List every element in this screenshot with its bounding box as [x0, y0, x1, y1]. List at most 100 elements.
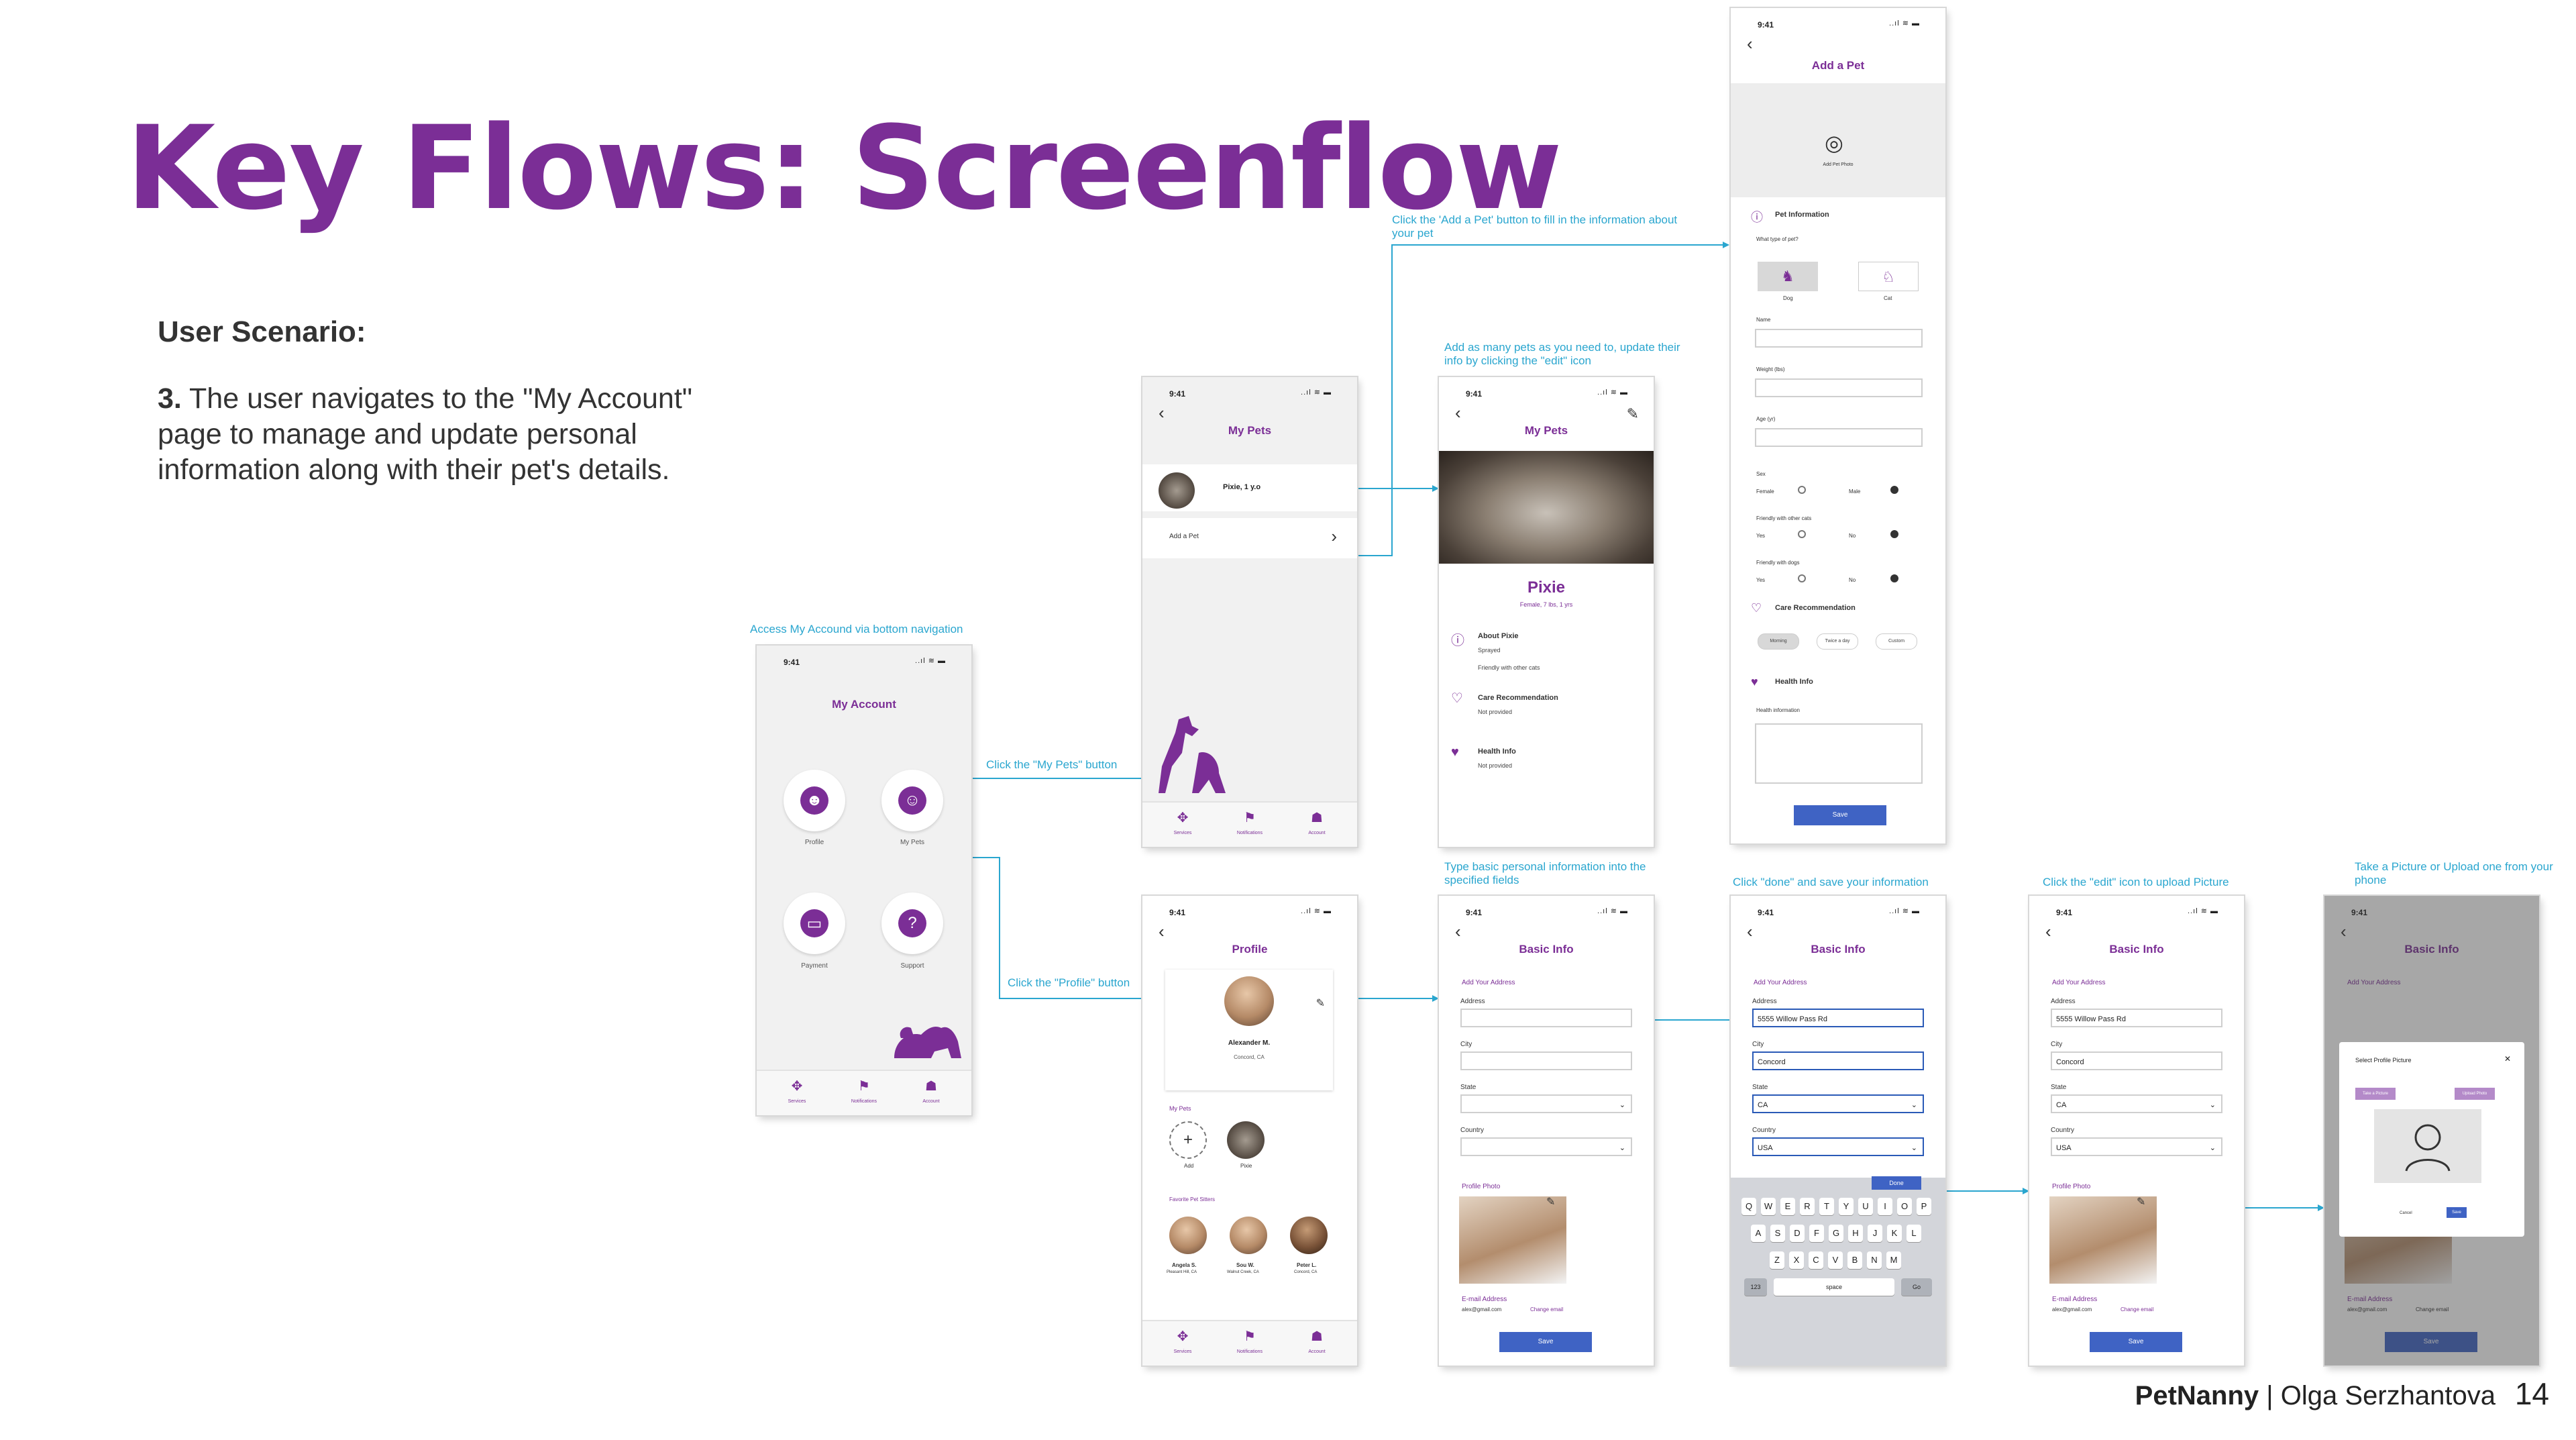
country-select[interactable]: USA⌄ — [2051, 1137, 2222, 1156]
profile-tile-button[interactable]: ☻ — [784, 770, 845, 831]
pet-name-input[interactable] — [1755, 329, 1923, 348]
sitter-avatar-3[interactable] — [1290, 1217, 1328, 1254]
back-arrow-icon[interactable]: ‹ — [1747, 34, 1753, 54]
key-t[interactable]: T — [1819, 1198, 1834, 1215]
key-k[interactable]: K — [1887, 1225, 1902, 1242]
back-arrow-icon[interactable]: ‹ — [1159, 403, 1165, 423]
key-b[interactable]: B — [1847, 1251, 1862, 1269]
key-v[interactable]: V — [1828, 1251, 1843, 1269]
back-arrow-icon[interactable]: ‹ — [1747, 921, 1753, 941]
state-select[interactable]: CA⌄ — [2051, 1094, 2222, 1113]
key-r[interactable]: R — [1800, 1198, 1815, 1215]
male-radio[interactable] — [1890, 486, 1898, 494]
edit-pencil-icon[interactable]: ✎ — [1316, 998, 1325, 1009]
back-arrow-icon[interactable]: ‹ — [1455, 403, 1461, 423]
country-select[interactable]: ⌄ — [1460, 1137, 1632, 1156]
edit-pencil-icon[interactable]: ✎ — [1546, 1196, 1556, 1208]
dogs-no-radio[interactable] — [1890, 574, 1898, 582]
key-i[interactable]: I — [1878, 1198, 1892, 1215]
key-c[interactable]: C — [1809, 1251, 1823, 1269]
add-pet-button[interactable]: + — [1169, 1121, 1207, 1159]
save-button[interactable]: Save — [2090, 1332, 2182, 1352]
key-a[interactable]: A — [1751, 1225, 1766, 1242]
key-s[interactable]: S — [1770, 1225, 1785, 1242]
dogs-yes-radio[interactable] — [1798, 574, 1806, 582]
cats-yes-radio[interactable] — [1798, 530, 1806, 538]
cats-no-radio[interactable] — [1890, 530, 1898, 538]
key-f[interactable]: F — [1809, 1225, 1824, 1242]
modal-save-button[interactable]: Save — [2447, 1207, 2467, 1218]
key-p[interactable]: P — [1917, 1198, 1931, 1215]
key-h[interactable]: H — [1848, 1225, 1863, 1242]
change-email-link[interactable]: Change email — [1530, 1306, 1564, 1313]
close-icon[interactable]: ✕ — [2504, 1054, 2511, 1064]
take-picture-button[interactable]: Take a Picture — [2355, 1088, 2396, 1100]
key-e[interactable]: E — [1780, 1198, 1795, 1215]
key-q[interactable]: Q — [1741, 1198, 1756, 1215]
save-button[interactable]: Save — [1794, 805, 1886, 825]
sitter-avatar-2[interactable] — [1230, 1217, 1267, 1254]
cancel-button[interactable]: Cancel — [2400, 1211, 2412, 1215]
services-nav-icon[interactable]: ✥ — [1177, 811, 1189, 825]
health-info-textarea[interactable] — [1755, 723, 1923, 784]
change-email-link[interactable]: Change email — [2121, 1306, 2154, 1313]
sitter-avatar-1[interactable] — [1169, 1217, 1207, 1254]
key-x[interactable]: X — [1789, 1251, 1804, 1269]
care-option-twice[interactable]: Twice a day — [1817, 633, 1858, 650]
numbers-key[interactable]: 123 — [1744, 1278, 1767, 1296]
back-arrow-icon[interactable]: ‹ — [1455, 921, 1461, 941]
female-radio[interactable] — [1798, 486, 1806, 494]
key-d[interactable]: D — [1790, 1225, 1805, 1242]
dog-type-button[interactable]: ♞ — [1758, 262, 1818, 291]
key-u[interactable]: U — [1858, 1198, 1873, 1215]
done-button[interactable]: Done — [1872, 1176, 1921, 1190]
state-select[interactable]: CA⌄ — [1752, 1094, 1924, 1113]
key-l[interactable]: L — [1907, 1225, 1921, 1242]
go-key[interactable]: Go — [1901, 1278, 1932, 1296]
add-pet-row[interactable]: Add a Pet › — [1142, 518, 1357, 558]
support-tile-button[interactable]: ? — [881, 892, 943, 954]
state-select[interactable]: ⌄ — [1460, 1094, 1632, 1113]
back-arrow-icon[interactable]: ‹ — [1159, 921, 1165, 941]
my-pets-tile-button[interactable]: ☺ — [881, 770, 943, 831]
back-arrow-icon[interactable]: ‹ — [2341, 921, 2347, 941]
city-input[interactable]: Concord — [1752, 1051, 1924, 1070]
account-nav-icon[interactable]: ☗ — [925, 1079, 937, 1094]
notifications-bell-icon[interactable]: ⚑ — [1244, 811, 1256, 825]
edit-pencil-icon[interactable]: ✎ — [1626, 405, 1639, 422]
key-n[interactable]: N — [1867, 1251, 1882, 1269]
services-nav-icon[interactable]: ✥ — [1177, 1329, 1189, 1344]
city-input[interactable]: Concord — [2051, 1051, 2222, 1070]
notifications-bell-icon[interactable]: ⚑ — [1244, 1329, 1256, 1344]
back-arrow-icon[interactable]: ‹ — [2045, 921, 2051, 941]
payment-tile-button[interactable]: ▭ — [784, 892, 845, 954]
key-y[interactable]: Y — [1839, 1198, 1854, 1215]
add-pet-photo-area[interactable]: ◎ Add Pet Photo — [1731, 83, 1945, 197]
save-button[interactable]: Save — [1499, 1332, 1592, 1352]
services-nav-icon[interactable]: ✥ — [791, 1079, 803, 1094]
space-key[interactable]: space — [1774, 1278, 1894, 1296]
care-option-custom[interactable]: Custom — [1876, 633, 1917, 650]
key-w[interactable]: W — [1761, 1198, 1776, 1215]
cat-type-button[interactable]: ♘ — [1858, 262, 1919, 291]
key-g[interactable]: G — [1829, 1225, 1843, 1242]
address-input[interactable] — [1460, 1009, 1632, 1027]
account-nav-icon[interactable]: ☗ — [1311, 1329, 1323, 1344]
country-select[interactable]: USA⌄ — [1752, 1137, 1924, 1156]
pet-row[interactable]: Pixie, 1 y.o — [1142, 464, 1357, 511]
notifications-bell-icon[interactable]: ⚑ — [858, 1079, 870, 1094]
care-option-morning[interactable]: Morning — [1758, 633, 1799, 650]
pet-age-input[interactable] — [1755, 428, 1923, 447]
pet-weight-input[interactable] — [1755, 378, 1923, 397]
edit-pencil-icon[interactable]: ✎ — [2137, 1196, 2146, 1208]
upload-photo-button[interactable]: Upload Photo — [2455, 1088, 2495, 1100]
address-input[interactable]: 5555 Willow Pass Rd — [1752, 1009, 1924, 1027]
pixie-avatar[interactable] — [1227, 1121, 1265, 1159]
key-o[interactable]: O — [1897, 1198, 1912, 1215]
address-input[interactable]: 5555 Willow Pass Rd — [2051, 1009, 2222, 1027]
key-m[interactable]: M — [1886, 1251, 1901, 1269]
key-z[interactable]: Z — [1770, 1251, 1784, 1269]
key-j[interactable]: J — [1868, 1225, 1882, 1242]
account-nav-icon[interactable]: ☗ — [1311, 811, 1323, 825]
city-input[interactable] — [1460, 1051, 1632, 1070]
